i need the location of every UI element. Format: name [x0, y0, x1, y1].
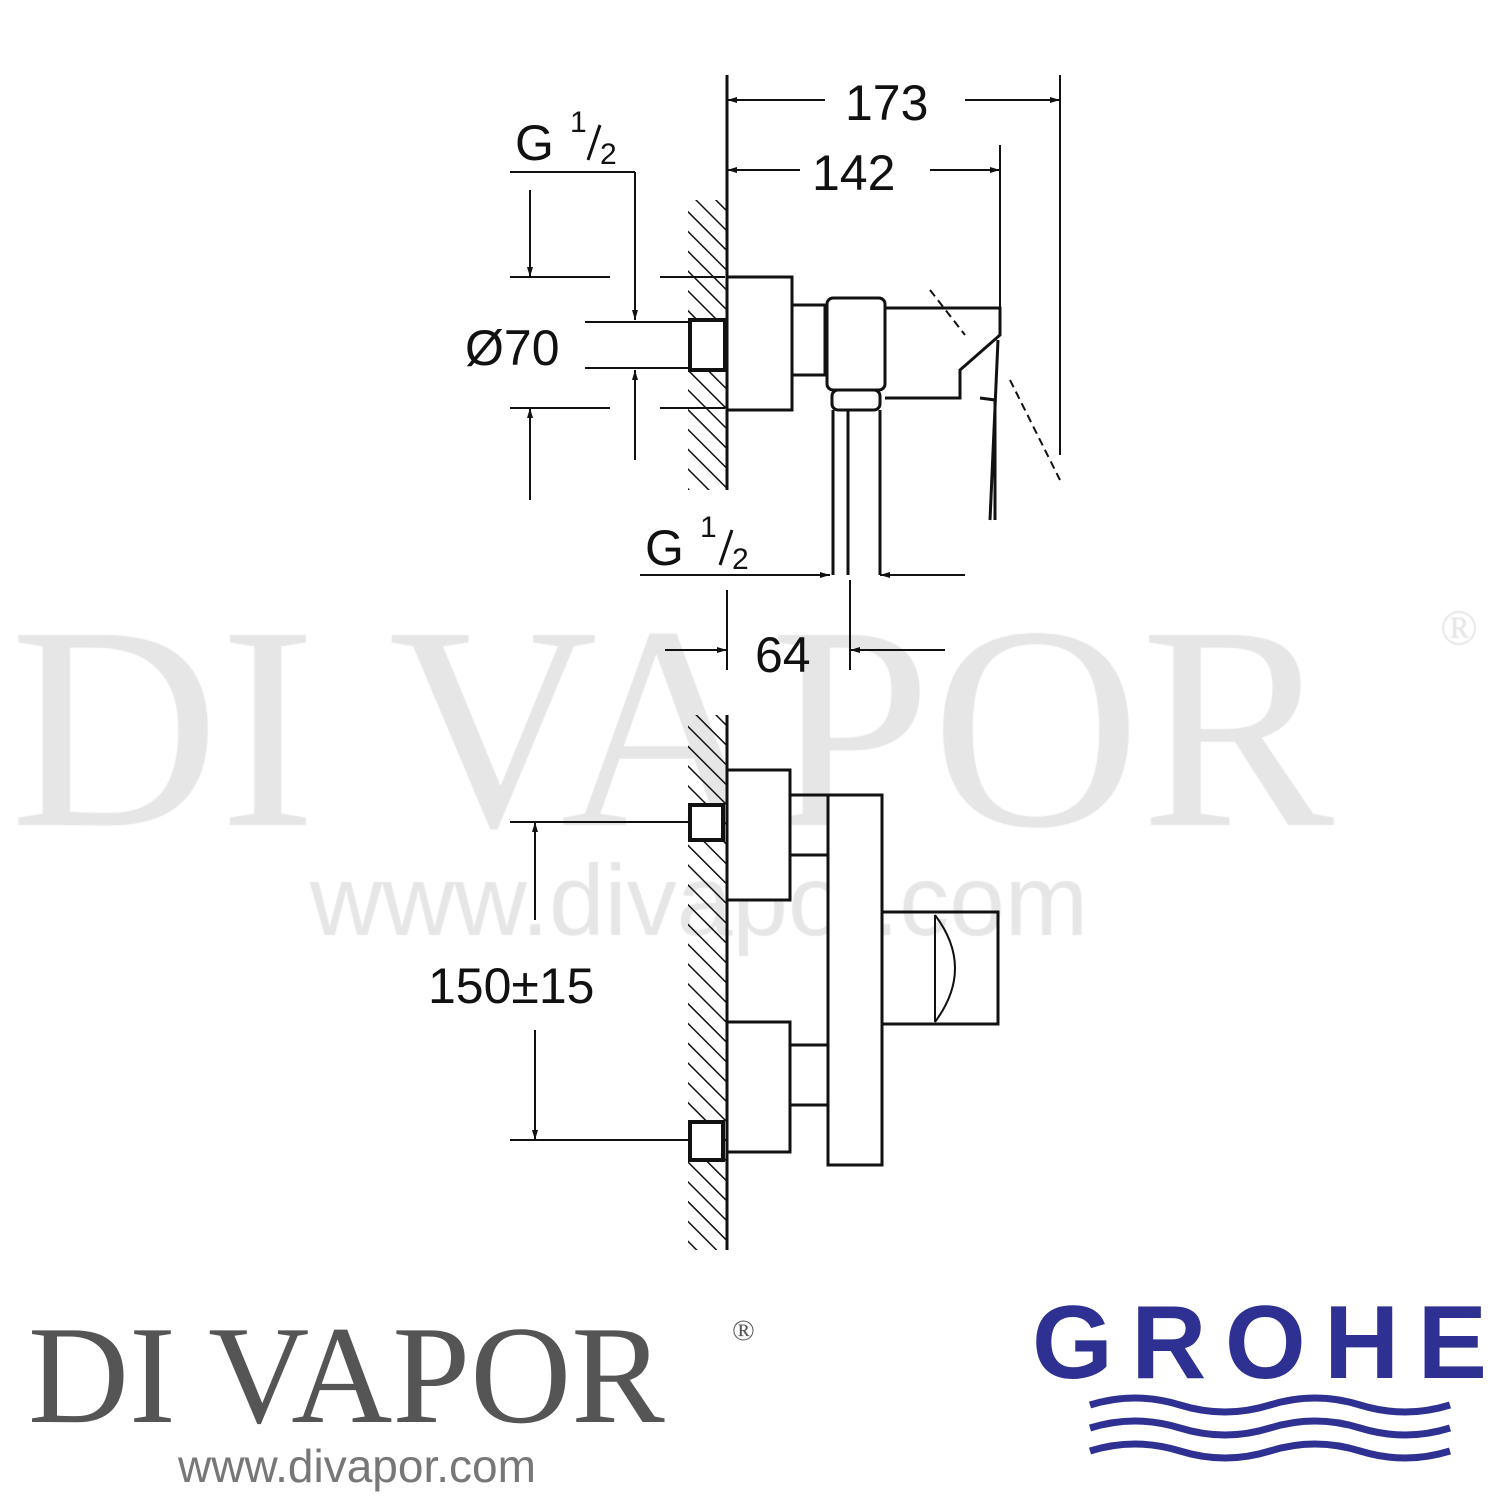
thread-bottom-prefix: G: [645, 520, 684, 576]
grohe-logo-text: GROHE: [1032, 1285, 1487, 1401]
dim-173: 173: [845, 75, 928, 131]
dim-150: 150±15: [428, 958, 594, 1014]
dim-64: 64: [755, 627, 811, 683]
thread-top-den: 2: [600, 138, 617, 171]
side-view-labels: 173 142 G 1 2 Ø70 G 1 2 64: [465, 75, 928, 683]
divapor-logo-text: DI VAPOR: [28, 1298, 665, 1453]
front-view: [510, 715, 1000, 1250]
dim-diameter-70: Ø70: [465, 320, 560, 376]
divapor-url: www.divapor.com: [177, 1440, 536, 1492]
side-view: [510, 75, 1061, 670]
thread-top-num: 1: [570, 106, 587, 139]
grohe-logo: GROHE: [1032, 1285, 1487, 1462]
grohe-waves-icon: [1088, 1394, 1452, 1462]
thread-top-prefix: G: [515, 115, 554, 171]
divapor-registered: ®: [732, 1314, 755, 1347]
thread-bottom-num: 1: [700, 511, 717, 544]
thread-bottom-den: 2: [732, 543, 749, 576]
dim-142: 142: [812, 145, 895, 201]
divapor-logo: DI VAPOR ® www.divapor.com: [28, 1298, 755, 1492]
